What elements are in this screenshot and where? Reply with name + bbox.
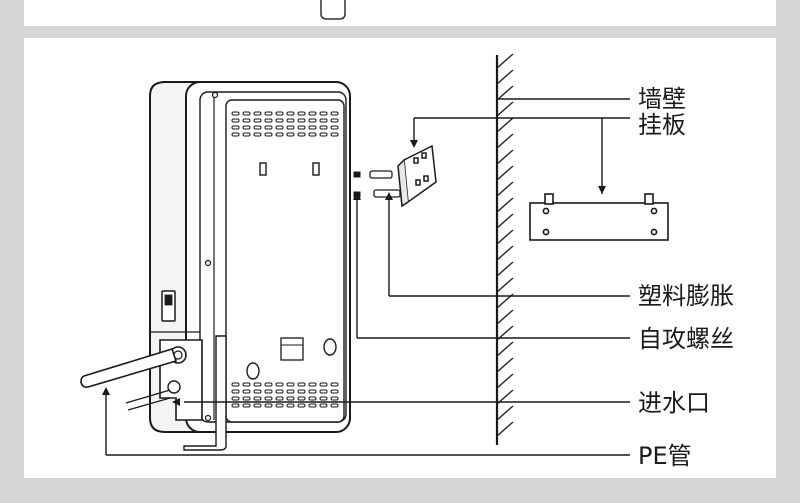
pe-pipe: [80, 348, 178, 411]
label-water-inlet: 进水口: [638, 389, 710, 417]
top-panel: [24, 0, 776, 26]
label-wall: 墙壁: [638, 85, 686, 113]
mounting-plate-perspective: [397, 144, 437, 208]
label-expansion-plug: 塑料膨胀: [638, 282, 734, 310]
label-tapping-screw: 自攻螺丝: [638, 325, 734, 353]
arrowheads: [102, 140, 606, 406]
label-pe-pipe: PE管: [638, 442, 692, 470]
top-fitting-fragment: [320, 0, 346, 20]
label-mounting-plate: 挂板: [638, 111, 686, 139]
mounting-plate-front: [529, 193, 669, 241]
water-heater: [149, 81, 351, 451]
leader-lines: [105, 98, 630, 456]
expansion-plugs: [369, 170, 401, 198]
wall: [495, 53, 514, 445]
